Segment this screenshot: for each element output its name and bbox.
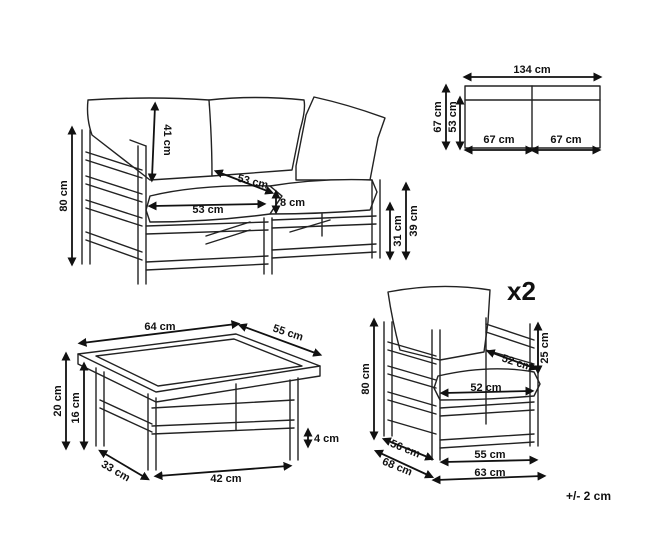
sofa-low-rails <box>145 243 377 271</box>
table-inner-height-label: 16 cm <box>70 392 82 423</box>
top-view: 134 cm 67 cm 53 cm 67 cm 67 cm <box>432 64 603 155</box>
top-left-module-label: 67 cm <box>483 134 514 146</box>
armchair-back-cushion <box>387 285 491 361</box>
table-inner-width-arrow <box>98 449 150 481</box>
armchair-drawing <box>383 285 541 461</box>
table-top-edge <box>77 353 321 403</box>
sofa-arm-height-label: 39 cm <box>408 205 420 236</box>
armchair-total-width-arrow <box>431 471 547 485</box>
sofa-side-slats <box>85 151 143 261</box>
sofa-backrest-height-arrow <box>147 101 160 183</box>
table-leg-thickness-label: 4 cm <box>314 433 339 445</box>
table-top-inner <box>95 338 303 387</box>
table-width-label: 55 cm <box>271 323 305 344</box>
sofa-total-height-label: 80 cm <box>58 180 70 211</box>
sofa-under-rails <box>205 219 331 245</box>
sofa-seat-width-label: 53 cm <box>192 204 223 216</box>
top-inner-depth-label: 53 cm <box>447 101 459 132</box>
table-inner-length-arrow <box>153 461 293 481</box>
table-inner-length-label: 42 cm <box>210 473 241 485</box>
armchair-seat-depth-arrow <box>485 349 539 371</box>
top-outer-depth-label: 67 cm <box>432 101 444 132</box>
armchair-height-label: 80 cm <box>360 363 372 394</box>
table-rails <box>99 399 295 435</box>
sofa-seat-height-label: 31 cm <box>392 215 404 246</box>
sofa-dimensions: 80 cm 41 cm 53 cm 53 cm 8 cm 31 cm 39 cm <box>58 101 420 267</box>
sofa-drawing <box>81 96 386 285</box>
top-total-width-label: 134 cm <box>513 64 551 76</box>
table-height-label: 20 cm <box>52 385 64 416</box>
armchair-side-slats <box>387 341 437 435</box>
table-length-arrow <box>77 320 241 347</box>
sofa-backrest-height-label: 41 cm <box>161 124 173 155</box>
tolerance-note: +/- 2 cm <box>566 489 611 503</box>
sofa-back-cushion-right <box>295 96 386 181</box>
sofa-front-rails <box>145 215 377 235</box>
sofa-arm-top <box>129 139 147 147</box>
armchair-inner-depth-label: 56 cm <box>388 438 422 461</box>
sofa-cushion-label: 8 cm <box>280 197 305 209</box>
armchair-outer-depth-label: 68 cm <box>380 456 414 479</box>
sofa-seat-depth-arrow <box>213 169 275 195</box>
armchair-front-rails <box>439 401 535 449</box>
table-dimensions: 64 cm 55 cm 20 cm 16 cm 4 cm 33 cm 42 cm <box>52 320 339 485</box>
sofa-back-cushion-middle <box>208 96 306 177</box>
quantity-badge: x2 <box>507 276 536 306</box>
table-drawing <box>77 333 321 471</box>
armchair-total-width-label: 63 cm <box>474 467 505 479</box>
armchair-seat-width-label: 52 cm <box>470 382 501 394</box>
sofa-seat-cushion-right <box>269 178 378 215</box>
sofa-back-cushion-left <box>86 97 214 181</box>
armchair-outer-depth-arrow <box>373 449 435 479</box>
table-length-label: 64 cm <box>144 321 175 333</box>
armchair-seat-width-arrow <box>439 386 535 398</box>
table-inner-width-label: 33 cm <box>99 458 132 484</box>
top-right-module-label: 67 cm <box>550 134 581 146</box>
armchair-frame-width-arrow <box>439 455 539 467</box>
armchair-frame-width-label: 55 cm <box>474 449 505 461</box>
table-width-arrow <box>237 323 323 357</box>
sofa-seat-width-arrow <box>147 199 267 211</box>
armchair-back-height-label: 25 cm <box>539 332 551 363</box>
